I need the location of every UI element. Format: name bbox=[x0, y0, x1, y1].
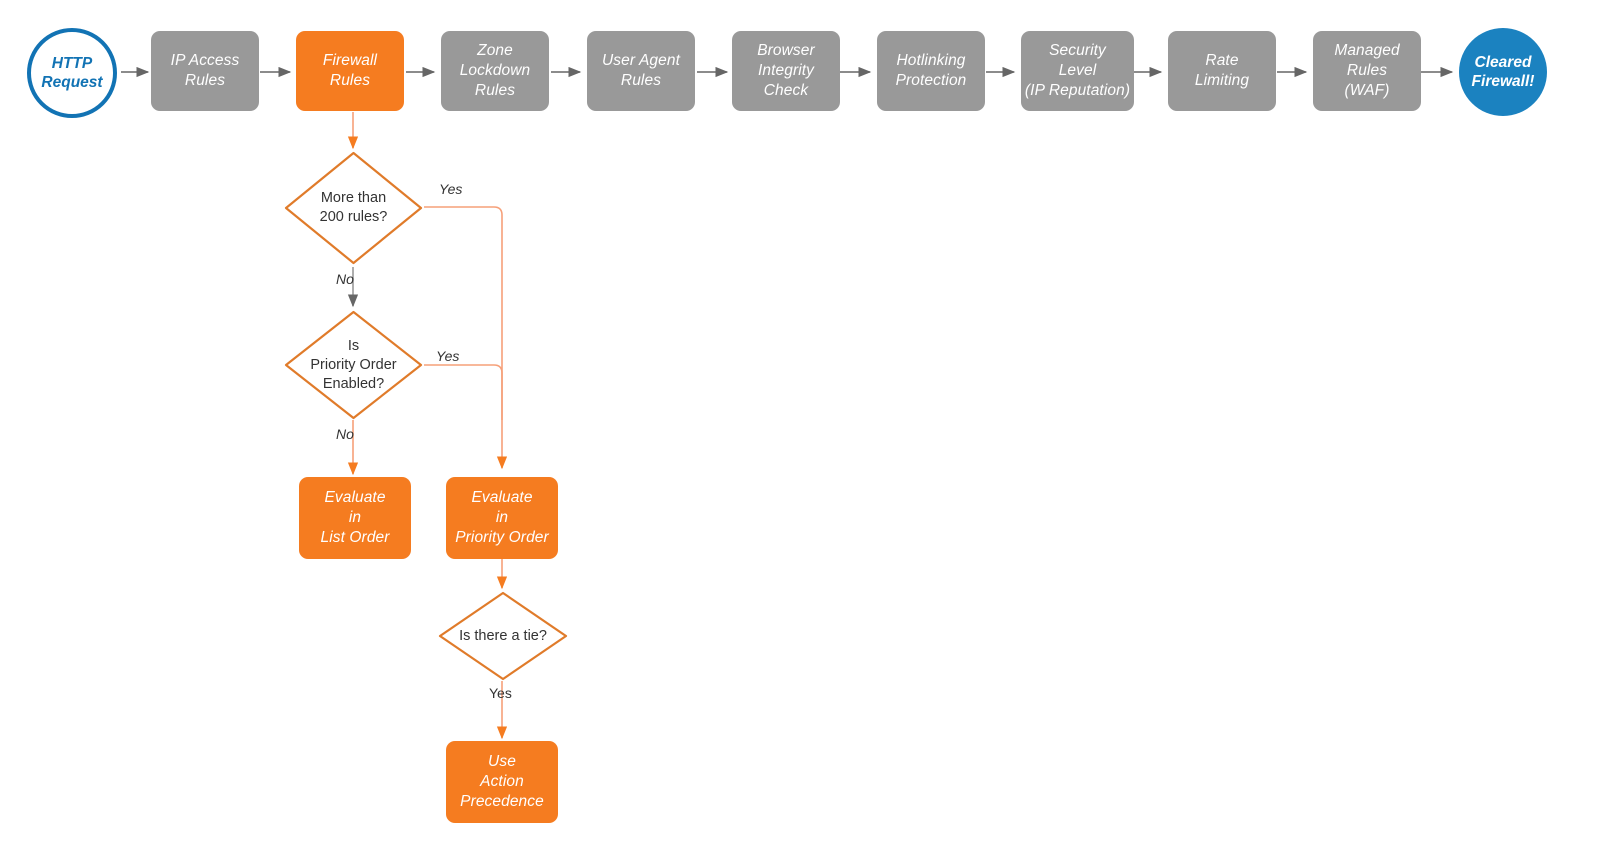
edge-label-no-more-than-200: No bbox=[336, 271, 354, 287]
decision-more-than-200-rules[interactable]: More than 200 rules? bbox=[283, 150, 424, 266]
node-managed-rules-waf[interactable]: Managed Rules (WAF) bbox=[1313, 31, 1421, 111]
node-evaluate-in-list-order[interactable]: Evaluate in List Order bbox=[299, 477, 411, 559]
diamond-shape bbox=[438, 591, 568, 681]
node-ip-access-rules[interactable]: IP Access Rules bbox=[151, 31, 259, 111]
decision-is-there-a-tie[interactable]: Is there a tie? bbox=[437, 590, 569, 682]
node-label: Evaluate in List Order bbox=[320, 489, 390, 546]
edge-label-yes-priority-enabled: Yes bbox=[436, 348, 460, 364]
decision-label: Is Priority Order Enabled? bbox=[310, 337, 397, 392]
node-label: IP Access Rules bbox=[170, 52, 240, 89]
edge-label-no-priority-enabled: No bbox=[336, 426, 354, 442]
decision-is-priority-order-enabled[interactable]: Is Priority Order Enabled? bbox=[283, 309, 424, 421]
node-label: Rate Limiting bbox=[1194, 52, 1250, 89]
node-label: Firewall Rules bbox=[322, 52, 378, 89]
node-label: Browser Integrity Check bbox=[757, 42, 815, 99]
node-label: Security Level (IP Reputation) bbox=[1024, 42, 1131, 99]
diamond-shape bbox=[284, 310, 423, 420]
node-hotlinking-protection[interactable]: Hotlinking Protection bbox=[877, 31, 985, 111]
node-label: Use Action Precedence bbox=[460, 753, 544, 810]
node-cleared-firewall[interactable]: Cleared Firewall! bbox=[1459, 28, 1547, 116]
node-zone-lockdown-rules[interactable]: Zone Lockdown Rules bbox=[441, 31, 549, 111]
node-http-request[interactable]: HTTP Request bbox=[27, 28, 117, 118]
diamond-shape bbox=[284, 151, 423, 265]
node-browser-integrity-check[interactable]: Browser Integrity Check bbox=[732, 31, 840, 111]
edge-label-yes-more-than-200: Yes bbox=[439, 181, 463, 197]
node-label: HTTP Request bbox=[41, 55, 103, 91]
node-user-agent-rules[interactable]: User Agent Rules bbox=[587, 31, 695, 111]
node-evaluate-in-priority-order[interactable]: Evaluate in Priority Order bbox=[446, 477, 558, 559]
node-security-level[interactable]: Security Level (IP Reputation) bbox=[1021, 31, 1134, 111]
decision-label: Is there a tie? bbox=[459, 627, 547, 644]
decision-label: More than 200 rules? bbox=[319, 190, 388, 225]
node-use-action-precedence[interactable]: Use Action Precedence bbox=[446, 741, 558, 823]
node-label: Managed Rules (WAF) bbox=[1334, 42, 1400, 99]
node-label: Cleared Firewall! bbox=[1471, 54, 1535, 90]
node-firewall-rules[interactable]: Firewall Rules bbox=[296, 31, 404, 111]
node-label: Zone Lockdown Rules bbox=[459, 42, 531, 99]
edge-label-yes-tie: Yes bbox=[489, 685, 512, 701]
node-label: Evaluate in Priority Order bbox=[455, 489, 549, 546]
node-label: Hotlinking Protection bbox=[895, 52, 967, 89]
node-rate-limiting[interactable]: Rate Limiting bbox=[1168, 31, 1276, 111]
node-label: User Agent Rules bbox=[602, 52, 680, 89]
